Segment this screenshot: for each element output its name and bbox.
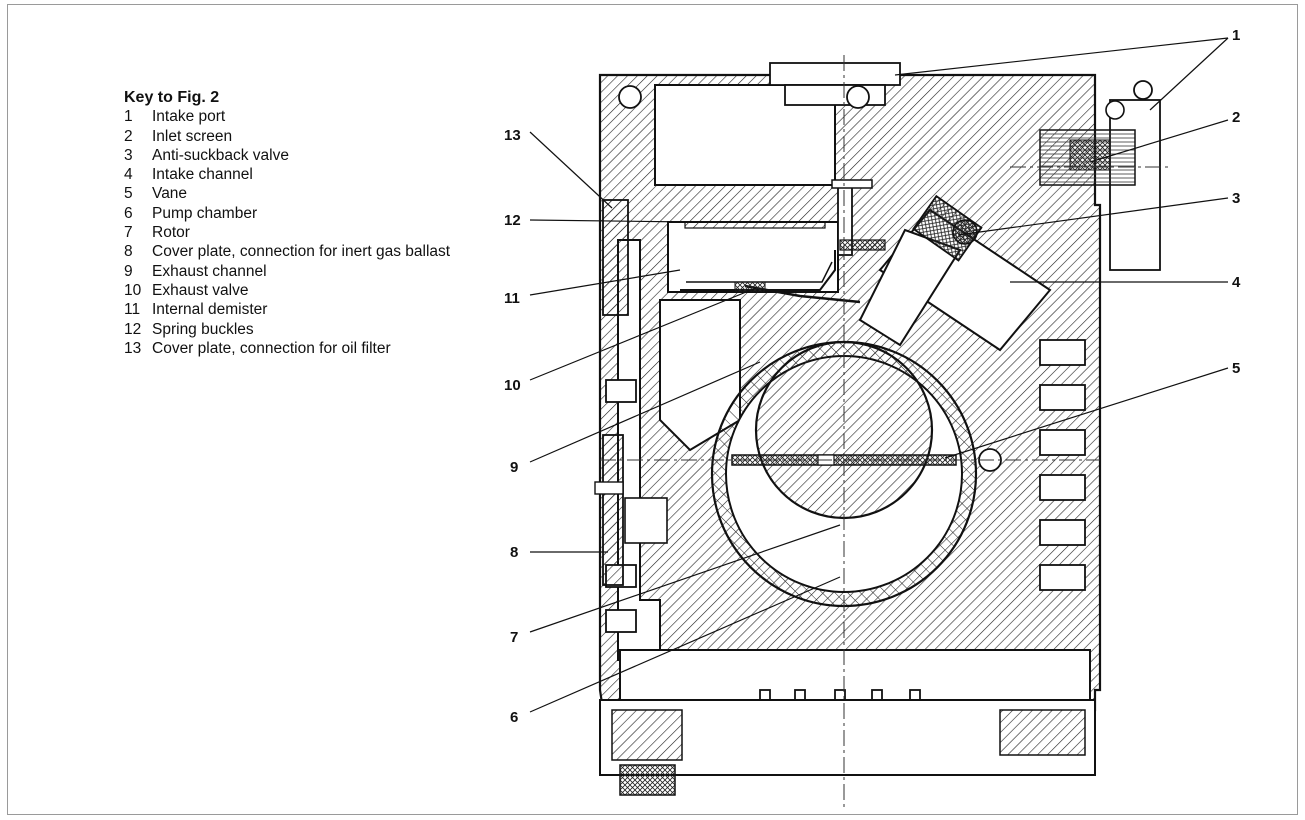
key-number: 10 xyxy=(124,281,142,299)
cover-plate-oil-filter xyxy=(602,199,629,316)
key-number: 11 xyxy=(124,301,141,319)
callout-8: 8 xyxy=(510,544,518,561)
callout-10: 10 xyxy=(504,377,521,394)
key-number: 6 xyxy=(124,204,133,222)
key-item: 1 Intake port xyxy=(124,107,450,126)
callout-7: 7 xyxy=(510,629,518,646)
callout-labels: 1 2 3 4 5 6 7 8 9 10 11 12 13 xyxy=(504,27,1241,726)
figure-key: Key to Fig. 2 1 Intake port 2 Inlet screen… xyxy=(124,88,450,358)
key-label: Rotor xyxy=(152,224,190,242)
key-label: Intake channel xyxy=(152,166,253,184)
key-number: 1 xyxy=(124,108,133,126)
key-number: 8 xyxy=(124,243,133,261)
key-label: Inlet screen xyxy=(152,127,233,145)
key-item: 2 Inlet screen xyxy=(124,127,450,146)
key-label: Cover plate, connection for inert gas ba… xyxy=(152,243,451,261)
key-item: 6 Pump chamber xyxy=(124,204,450,223)
exhaust-valve xyxy=(734,281,861,304)
intake-port-flange xyxy=(769,62,901,106)
key-number: 9 xyxy=(124,262,133,280)
centre-lines xyxy=(600,55,1170,810)
leader-lines xyxy=(529,37,1229,713)
key-item: 7 Rotor xyxy=(124,223,450,242)
key-number: 2 xyxy=(124,127,133,145)
key-item: 3 Anti-suckback valve xyxy=(124,146,450,165)
key-label: Intake port xyxy=(152,108,226,126)
callout-4: 4 xyxy=(1232,274,1241,291)
key-number: 12 xyxy=(124,320,142,338)
key-label: Vane xyxy=(152,185,188,203)
spring-buckle xyxy=(831,179,886,256)
key-label: Exhaust valve xyxy=(152,281,249,299)
anti-suckback-valve xyxy=(912,194,983,262)
callout-9: 9 xyxy=(510,459,518,476)
key-label: Pump chamber xyxy=(152,204,258,222)
key-item: 9 Exhaust channel xyxy=(124,262,450,281)
callout-12: 12 xyxy=(504,212,521,229)
pump-base xyxy=(599,699,1096,796)
key-label: Exhaust channel xyxy=(152,262,267,280)
key-title: Key to Fig. 2 xyxy=(124,89,220,106)
key-item: 5 Vane xyxy=(124,184,450,203)
callout-2: 2 xyxy=(1232,109,1240,126)
bolt-holes xyxy=(618,80,1153,472)
key-item: 10 Exhaust valve xyxy=(124,281,450,300)
callout-3: 3 xyxy=(1232,190,1240,207)
callout-6: 6 xyxy=(510,709,518,726)
callout-1: 1 xyxy=(1232,27,1240,44)
key-item: 4 Intake channel xyxy=(124,165,450,184)
key-label: Internal demister xyxy=(152,301,268,319)
key-item: 8 Cover plate, connection for inert gas b… xyxy=(124,242,450,261)
key-number: 13 xyxy=(124,339,142,357)
key-item: 12 Spring buckles xyxy=(124,320,450,339)
cover-plate-gas-ballast xyxy=(594,434,668,586)
key-item: 11 Internal demister xyxy=(124,300,450,319)
key-number: 3 xyxy=(124,146,133,164)
key-number: 5 xyxy=(124,185,133,203)
inlet-screen-housing xyxy=(1039,99,1161,271)
key-number: 4 xyxy=(124,166,133,184)
key-label: Cover plate, connection for oil filter xyxy=(152,339,391,357)
key-label: Spring buckles xyxy=(152,320,254,338)
key-item: 13 Cover plate, connection for oil filter xyxy=(124,339,450,358)
callout-13: 13 xyxy=(504,127,521,144)
key-label: Anti-suckback valve xyxy=(152,146,289,164)
callout-11: 11 xyxy=(504,290,520,307)
callout-5: 5 xyxy=(1232,360,1240,377)
key-number: 7 xyxy=(124,224,133,242)
